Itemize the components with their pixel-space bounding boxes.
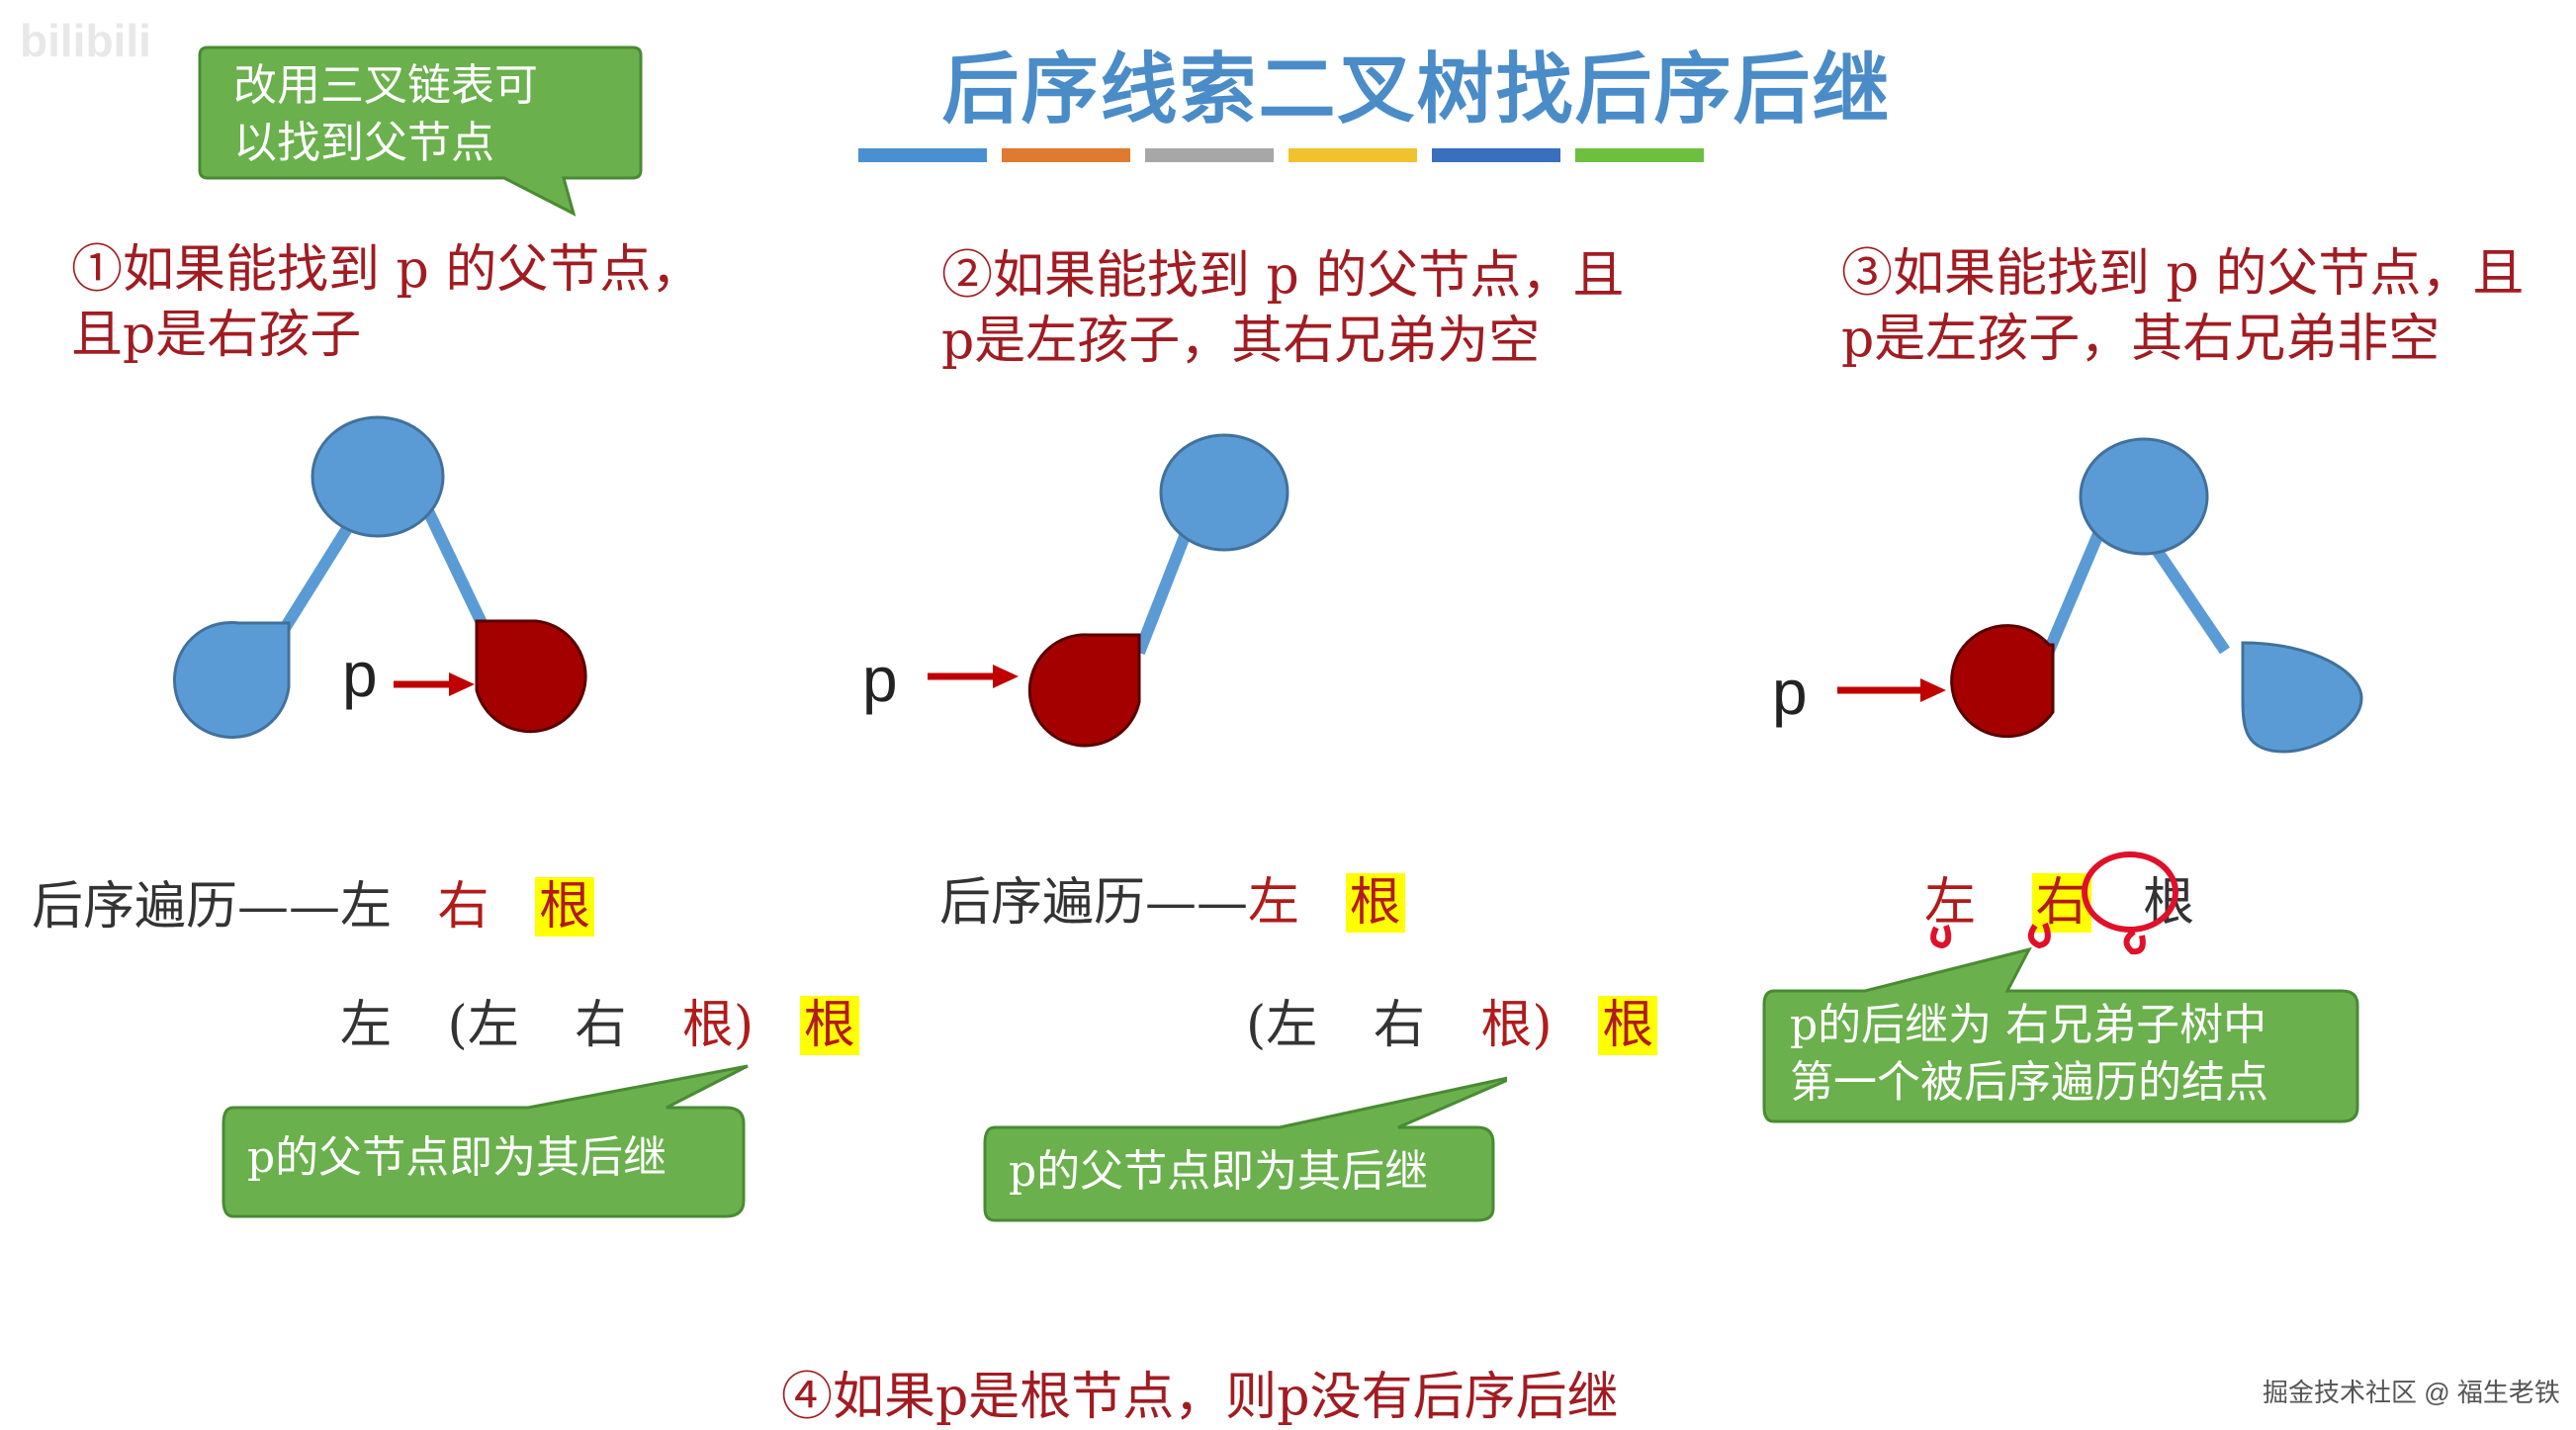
- seq-mid-right: 右: [575, 996, 627, 1055]
- postorder-seq-1: 后序遍历——左 右 根: [32, 864, 595, 938]
- seq-right: 右: [437, 877, 489, 937]
- seq-left: 左: [1248, 873, 1300, 933]
- tree-edge: [414, 492, 489, 628]
- color-bar-segment: [858, 148, 987, 162]
- p-arrow-head: [1920, 678, 1946, 702]
- tree-3-diagram: [1837, 437, 2363, 754]
- color-bar-segment: [1575, 148, 1704, 162]
- seq-prefix: 后序遍历——左: [32, 877, 393, 937]
- top-callout-text: 改用三叉链表可 以找到父节点: [233, 60, 538, 168]
- callout-2-text: p的父节点即为其后继: [1009, 1146, 1429, 1197]
- callout-2-shape: [983, 1076, 1507, 1222]
- seq-paren-root: 根): [681, 996, 755, 1055]
- callout-1-shape: [222, 1064, 749, 1218]
- seq-paren-left: (左: [1246, 996, 1318, 1055]
- watermark: 掘金技术社区 @ 福生老铁: [2263, 1378, 2560, 1407]
- page-title: 后序线索二叉树找后序后继: [941, 45, 1892, 134]
- dot-mark: [2123, 929, 2146, 955]
- seq-root-highlight: 根: [799, 996, 859, 1055]
- tree-1-diagram: [172, 415, 587, 739]
- postorder-seq-2: 后序遍历——左 根: [939, 860, 1405, 935]
- case-1-text: ①如果能找到 p 的父节点，且p是右孩子: [71, 240, 703, 365]
- tree-2-diagram: [928, 433, 1289, 748]
- color-bar-segment: [1432, 148, 1560, 162]
- p-node: [1027, 633, 1141, 748]
- bilibili-logo: bilibili: [20, 15, 151, 66]
- case-4-text: ④如果p是根节点，则p没有后序后继: [781, 1368, 1619, 1427]
- dot-mark: [2027, 922, 2051, 949]
- p-label-3: p: [1772, 657, 1808, 728]
- seq-mid-right: 右: [1373, 996, 1425, 1055]
- postorder-seq-1-expanded: 左 (左 右 根) 根: [340, 983, 859, 1057]
- seq-prefix: 后序遍历——: [939, 873, 1249, 933]
- tree-edge: [2043, 531, 2104, 654]
- callout-3-text: p的后继为 右兄弟子树中 第一个被后序遍历的结点: [1790, 1000, 2268, 1108]
- color-bar-segment: [1002, 148, 1130, 162]
- p-arrow-head: [449, 672, 475, 696]
- p-arrow-head: [993, 665, 1019, 688]
- parent-node: [2079, 437, 2209, 556]
- handwritten-marks: [1930, 851, 2178, 955]
- seq-root: 根: [1345, 873, 1405, 933]
- callout-1-text: p的父节点即为其后继: [247, 1132, 667, 1183]
- p-node: [475, 619, 587, 734]
- callout-3-shape: [1762, 946, 2359, 1123]
- p-label-2: p: [862, 644, 898, 715]
- seq-root: 根: [535, 877, 595, 937]
- postorder-seq-3: 左 右 根: [1924, 860, 2194, 935]
- p-node: [1950, 624, 2055, 739]
- seq-left: 左: [1924, 873, 1977, 933]
- left-child-node: [172, 621, 291, 739]
- dot-mark: [1930, 925, 1952, 949]
- p-label-1: p: [342, 639, 378, 710]
- color-bar-segment: [1288, 148, 1417, 162]
- postorder-seq-2-expanded: (左 右 根) 根: [1246, 983, 1658, 1057]
- tree-edge: [1133, 523, 1195, 656]
- seq-paren-root: 根): [1480, 996, 1553, 1055]
- parent-node: [311, 415, 445, 538]
- right-sibling-node: [2241, 641, 2363, 754]
- seq-left: 左: [340, 996, 393, 1055]
- top-callout-shape: [198, 45, 643, 217]
- circle-mark: [2082, 851, 2178, 933]
- seq-right: 右: [2031, 873, 2091, 933]
- seq-paren-left: (左: [447, 996, 519, 1055]
- seq-root-highlight: 根: [1598, 996, 1658, 1055]
- color-bar-segment: [1145, 148, 1274, 162]
- title-color-bar: [858, 148, 1704, 162]
- parent-node: [1159, 433, 1289, 552]
